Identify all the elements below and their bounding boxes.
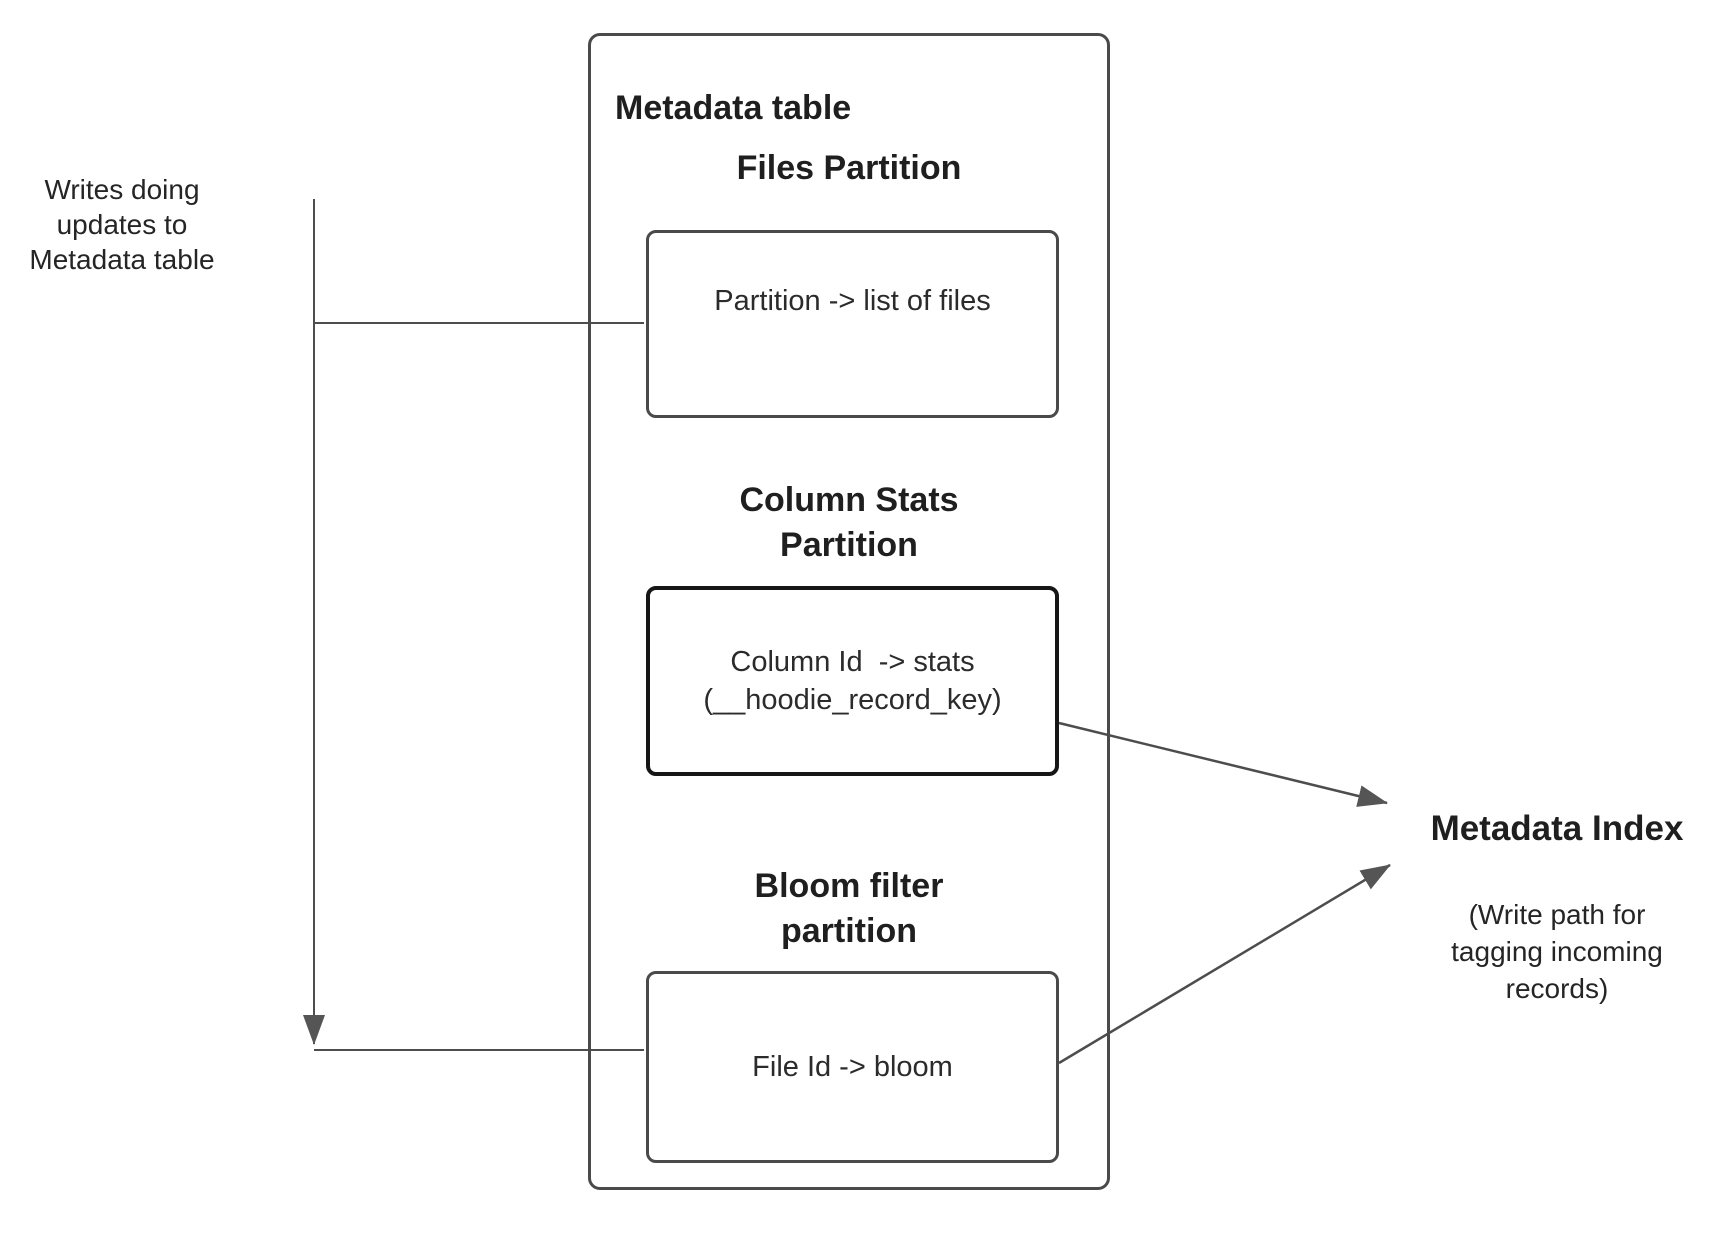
writes-updates-note: Writes doing updates to Metadata table: [29, 174, 215, 275]
files-partition-label: Partition -> list of files: [714, 285, 991, 317]
column-stats-partition-box: Column Id -> stats (__hoodie_record_key): [646, 586, 1059, 776]
bloom-filter-partition-heading: Bloom filter partition: [754, 867, 944, 950]
files-partition-box: Partition -> list of files: [646, 230, 1059, 418]
bloom-filter-partition-label: File Id -> bloom: [752, 1051, 953, 1083]
metadata-index-caption: (Write path for tagging incoming records…: [1451, 899, 1663, 1004]
metadata-table-title: Metadata table: [615, 89, 852, 127]
metadata-table-box: Metadata table Files Partition Partition…: [588, 33, 1110, 1190]
column-stats-partition-label: Column Id -> stats (__hoodie_record_key): [703, 646, 1002, 716]
metadata-index-title: Metadata Index: [1430, 809, 1684, 848]
arrow-bloom-to-index: [1058, 863, 1391, 1065]
arrow-column-stats-to-index: [1058, 721, 1388, 807]
column-stats-partition-heading: Column Stats Partition: [739, 481, 959, 564]
files-partition-heading: Files Partition: [736, 149, 962, 187]
metadata-index-block: Metadata Index (Write path for tagging i…: [1378, 808, 1718, 1007]
bloom-filter-partition-box: File Id -> bloom: [646, 971, 1059, 1163]
